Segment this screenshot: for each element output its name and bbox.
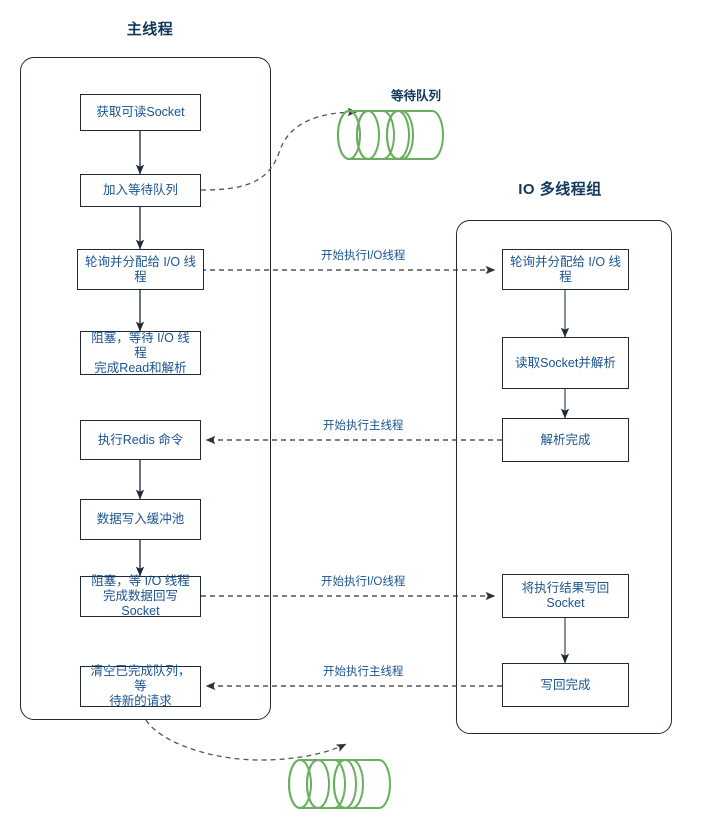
node-main-2[interactable]: 加入等待队列 <box>80 174 201 207</box>
node-io-3[interactable]: 解析完成 <box>502 418 629 462</box>
curve-edge-to-done-queue <box>145 719 347 761</box>
waiting-queue-label: 等待队列 <box>391 89 442 103</box>
lane-container-main-thread <box>20 57 271 720</box>
node-main-4[interactable]: 阻塞，等待 I/O 线程 完成Read和解析 <box>80 331 201 375</box>
node-main-1[interactable]: 获取可读Socket <box>80 94 201 131</box>
lane-title-main-thread: 主线程 <box>126 21 174 38</box>
node-main-7[interactable]: 阻塞，等 I/O 线程 完成数据回写Socket <box>80 574 201 618</box>
waiting-queue-cylinders <box>337 110 444 160</box>
node-main-3[interactable]: 轮询并分配给 I/O 线程 <box>77 249 204 290</box>
done-queue-cylinders <box>288 759 391 809</box>
lane-container-io-group <box>456 220 672 734</box>
cross-edge-label-3: 开始执行I/O线程 <box>318 573 409 589</box>
lane-title-io-group: IO 多线程组 <box>518 181 602 198</box>
node-io-2[interactable]: 读取Socket并解析 <box>502 337 629 389</box>
node-main-6[interactable]: 数据写入缓冲池 <box>80 499 201 540</box>
node-main-5[interactable]: 执行Redis 命令 <box>80 420 201 460</box>
node-io-1[interactable]: 轮询并分配给 I/O 线程 <box>502 249 629 290</box>
node-io-5[interactable]: 写回完成 <box>502 663 629 707</box>
node-io-4[interactable]: 将执行结果写回 Socket <box>502 574 629 618</box>
cross-edge-label-4: 开始执行主线程 <box>320 663 407 679</box>
cross-edge-label-2: 开始执行主线程 <box>320 417 407 433</box>
cross-edge-label-1: 开始执行I/O线程 <box>318 247 409 263</box>
node-main-8[interactable]: 清空已完成队列，等 待新的请求 <box>80 664 201 708</box>
